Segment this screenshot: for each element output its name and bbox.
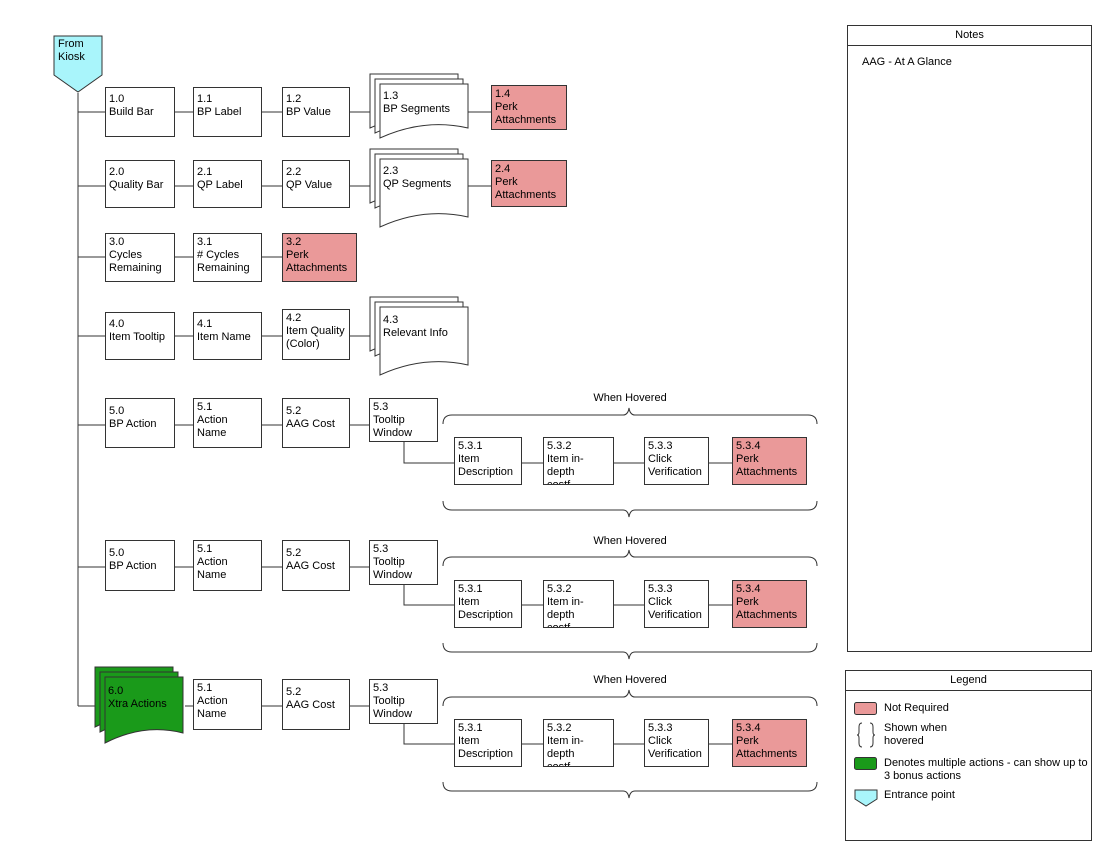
notes-panel: Notes AAG - At A Glance — [847, 25, 1092, 652]
when-hovered-label-b: When Hovered — [593, 535, 667, 547]
when-hovered-label-c: When Hovered — [593, 674, 667, 686]
notes-title: Notes — [848, 26, 1091, 46]
entrance-pentagon-shape — [53, 35, 103, 93]
green-swatch-icon — [854, 757, 877, 770]
brace-icon — [856, 722, 876, 748]
notes-text: AAG - At A Glance — [862, 56, 952, 68]
legend-panel: Legend Not Required Shown when hovered D… — [845, 670, 1092, 841]
hover-braces — [442, 407, 818, 799]
entrance-pentagon-icon — [854, 789, 878, 807]
pink-swatch-icon — [854, 702, 877, 715]
when-hovered-label-a: When Hovered — [593, 392, 667, 404]
node-3-1: 3.1# Cycles Remaining — [193, 233, 262, 282]
connector-lines — [77, 93, 732, 745]
entrance-label: From Kiosk — [58, 38, 85, 63]
legend-title: Legend — [846, 671, 1091, 691]
document-stack-1-3 — [369, 73, 469, 139]
document-stack-2-3 — [369, 148, 469, 228]
document-stack-4-3 — [369, 296, 469, 376]
document-stack-6-0 — [94, 666, 184, 744]
